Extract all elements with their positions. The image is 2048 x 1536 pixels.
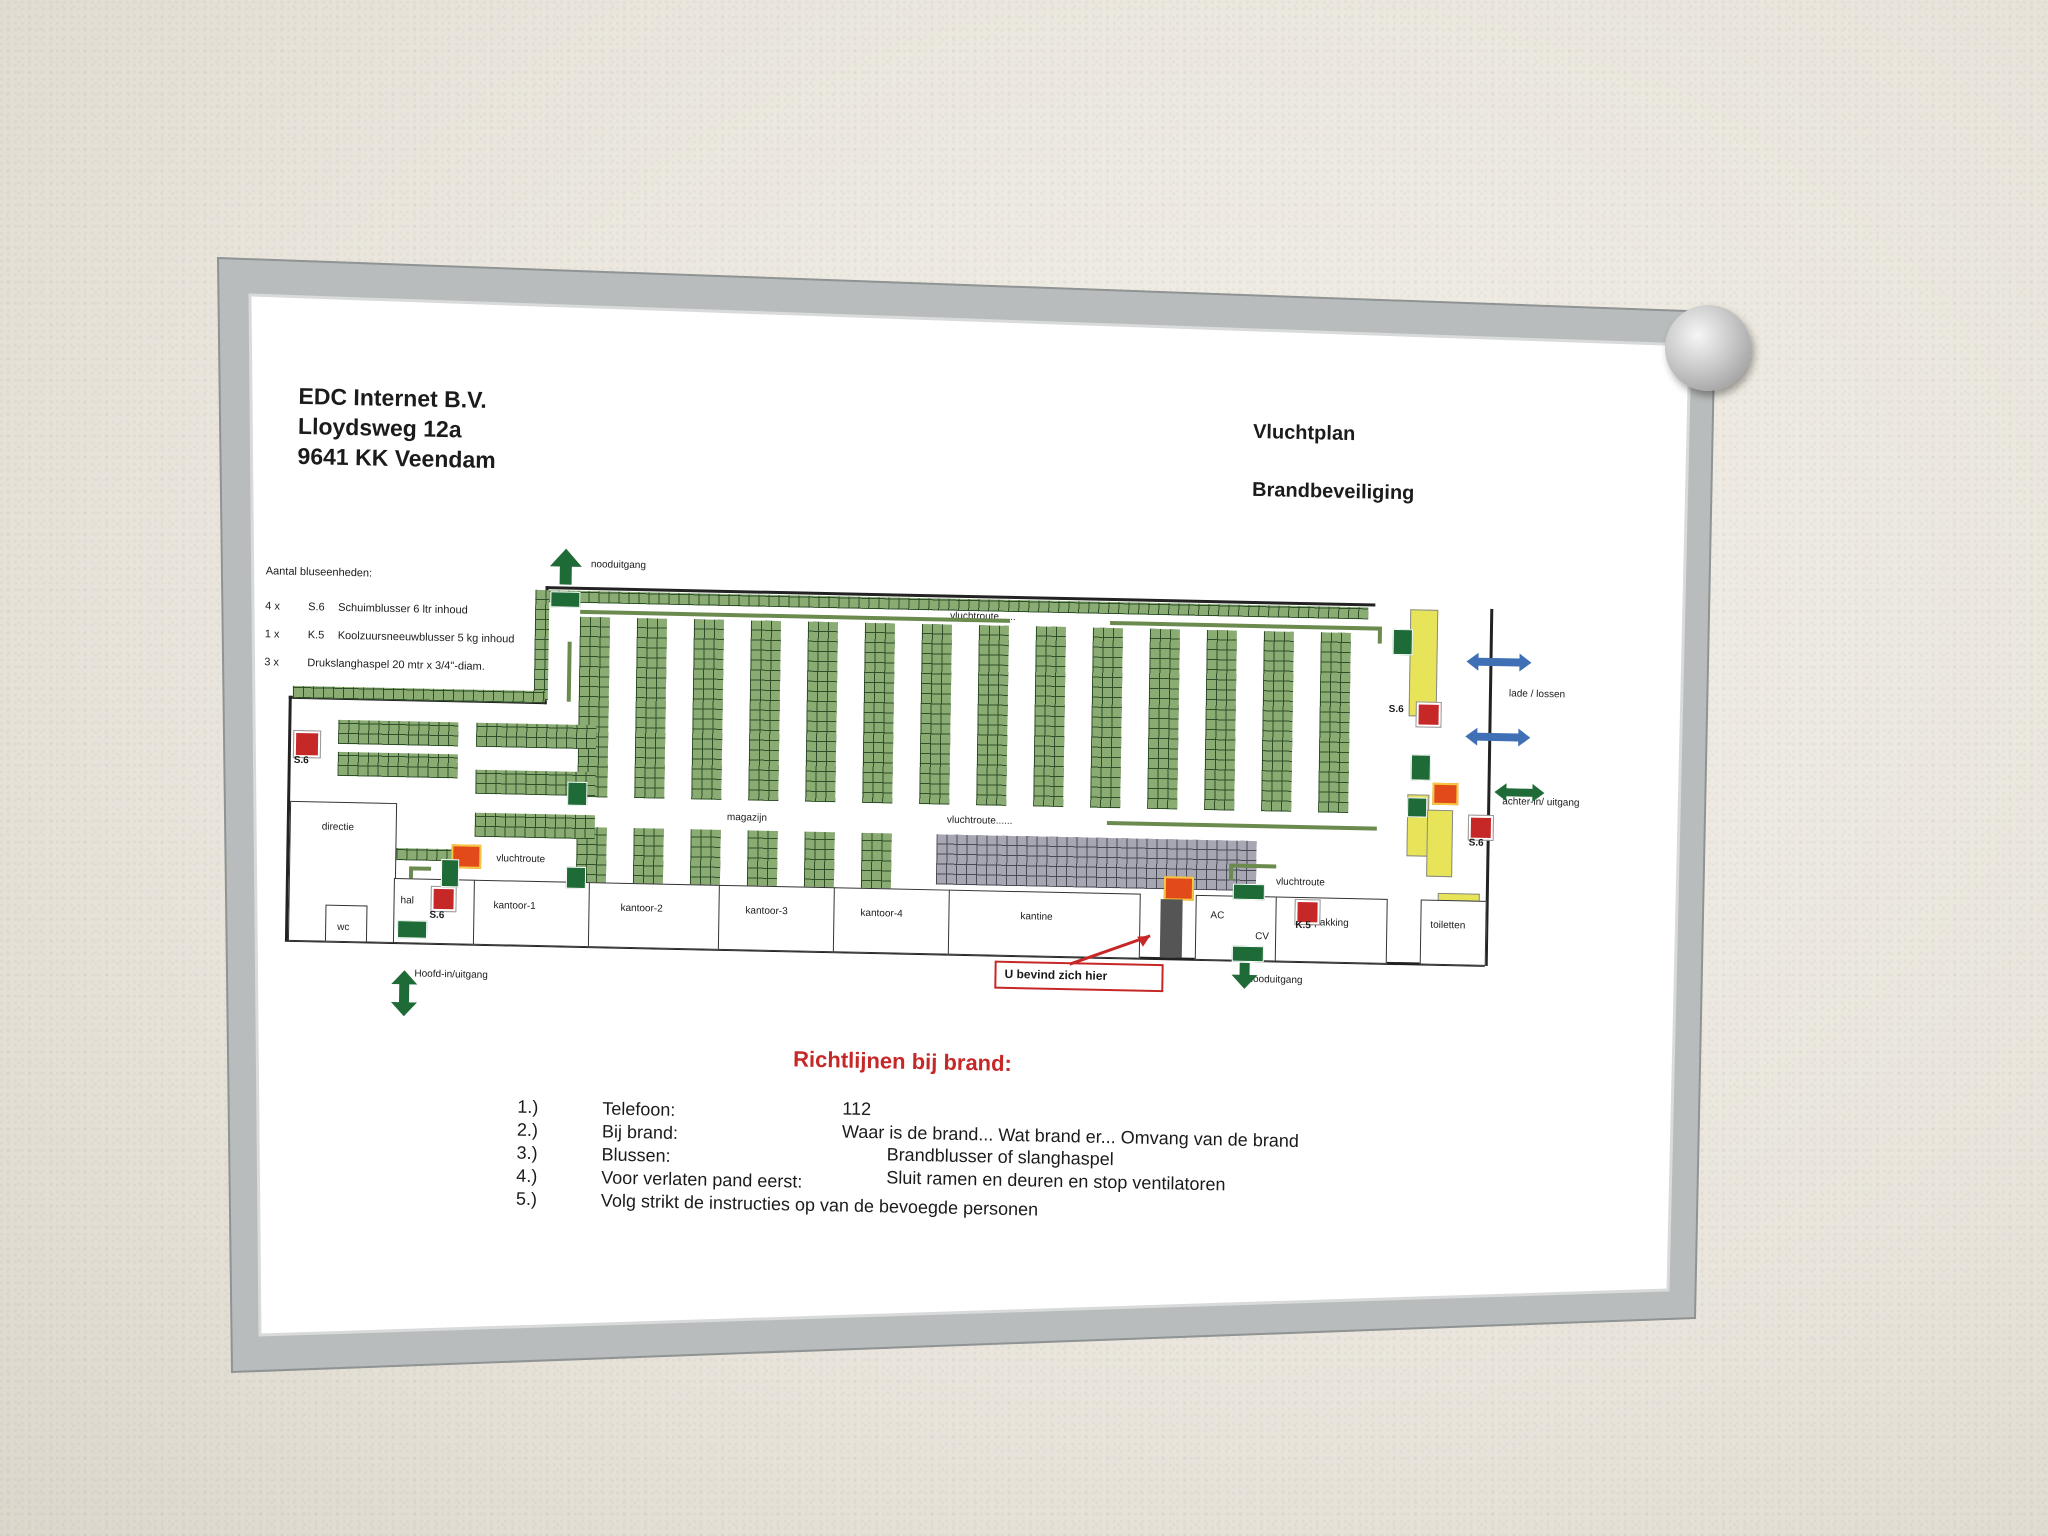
rules-title: Richtlijnen bij brand: [792,1046,1013,1077]
glass-reflection [1072,437,1193,460]
frame-mount-knob [1665,305,1751,391]
rule-1-label: Telefoon: [602,1098,676,1120]
rule-4-value: Sluit ramen en deuren en stop ventilator… [886,1167,1226,1195]
rule-5-label: Volg strikt de instructies op van de bev… [600,1190,1039,1220]
escape-route-lines [408,609,1383,881]
rule-1-value: 112 [842,1098,872,1120]
rule-4-num: 4.) [516,1165,538,1187]
loading-arrow-icon [1466,652,1532,672]
exit-arrow-down-icon [1231,962,1258,989]
rule-5-num: 5.) [515,1188,538,1210]
rule-2-num: 2.) [516,1119,539,1141]
rule-1-num: 1.) [517,1096,539,1118]
loading-arrow-icon [1465,727,1531,747]
exit-arrow-up-icon [549,548,582,585]
rule-2-label: Bij brand: [601,1121,679,1144]
rule-3-label: Blussen: [601,1144,671,1166]
you-are-here-arrow [1069,934,1151,966]
evacuation-poster: EDC Internet B.V. Lloydsweg 12a 9641 KK … [239,300,1695,1340]
exit-arrow-updown-icon [390,970,418,1017]
glass-reflection [853,372,1174,420]
rule-3-num: 3.) [516,1142,538,1164]
rear-exit-arrow-icon [1494,783,1545,802]
